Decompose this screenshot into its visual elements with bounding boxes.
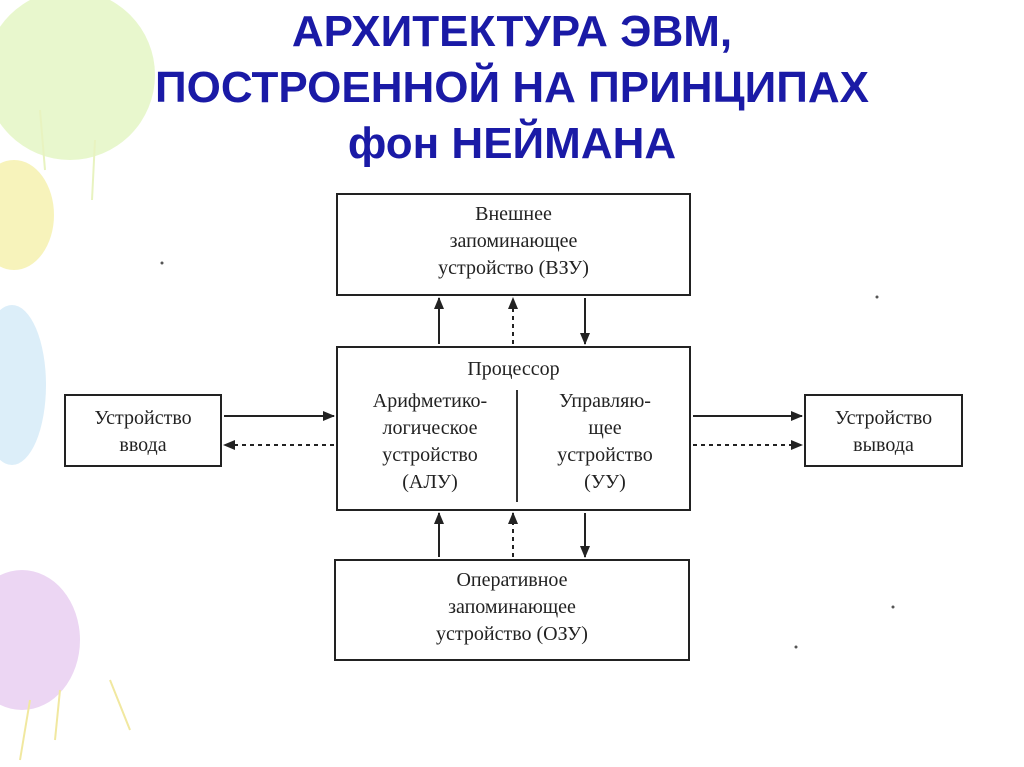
uu-line-4: (УУ) [584,471,626,493]
output-device-box: Устройство вывода [804,394,963,467]
ozu-line-1: Оперативное [456,569,568,591]
balloon-yellow [0,160,54,270]
uu-line-2: щее [588,417,622,439]
processor-divider [516,390,518,502]
control-unit-block: Управляю- щее устройство (УУ) [522,388,688,496]
alu-block: Арифметико- логическое устройство (АЛУ) [344,388,516,496]
ozu-line-3: устройство (ОЗУ) [436,623,588,645]
vzu-line-3: устройство (ВЗУ) [438,257,589,279]
output-line-1: Устройство [834,407,933,429]
input-line-1: Устройство [94,407,192,429]
alu-line-3: устройство [382,444,478,466]
balloon-purple [0,570,80,710]
balloon-blue [0,305,46,465]
balloon-green [0,0,155,160]
alu-line-2: логическое [382,417,478,439]
alu-line-4: (АЛУ) [402,471,458,493]
title-line-2: ПОСТРОЕННОЙ НА ПРИНЦИПАХ [154,63,870,112]
output-line-2: вывода [853,434,914,456]
vzu-line-2: запоминающее [449,230,578,252]
processor-box: Процессор Арифметико- логическое устройс… [336,346,691,511]
title-line-1: АРХИТЕКТУРА ЭВМ, [291,7,733,56]
ram-box: Оперативное запоминающее устройство (ОЗУ… [334,559,690,661]
ozu-line-2: запоминающее [448,596,576,618]
input-line-2: ввода [119,434,167,456]
uu-line-1: Управляю- [559,390,651,412]
title-line-3: фон НЕЙМАНА [347,119,677,168]
uu-line-3: устройство [557,444,653,466]
processor-title: Процессор [467,358,560,380]
slide-title: АРХИТЕКТУРА ЭВМ, ПОСТРОЕННОЙ НА ПРИНЦИПА… [0,4,1024,172]
input-device-box: Устройство ввода [64,394,222,467]
external-memory-box: Внешнее запоминающее устройство (ВЗУ) [336,193,691,296]
vzu-line-1: Внешнее [475,203,552,225]
alu-line-1: Арифметико- [372,390,488,412]
